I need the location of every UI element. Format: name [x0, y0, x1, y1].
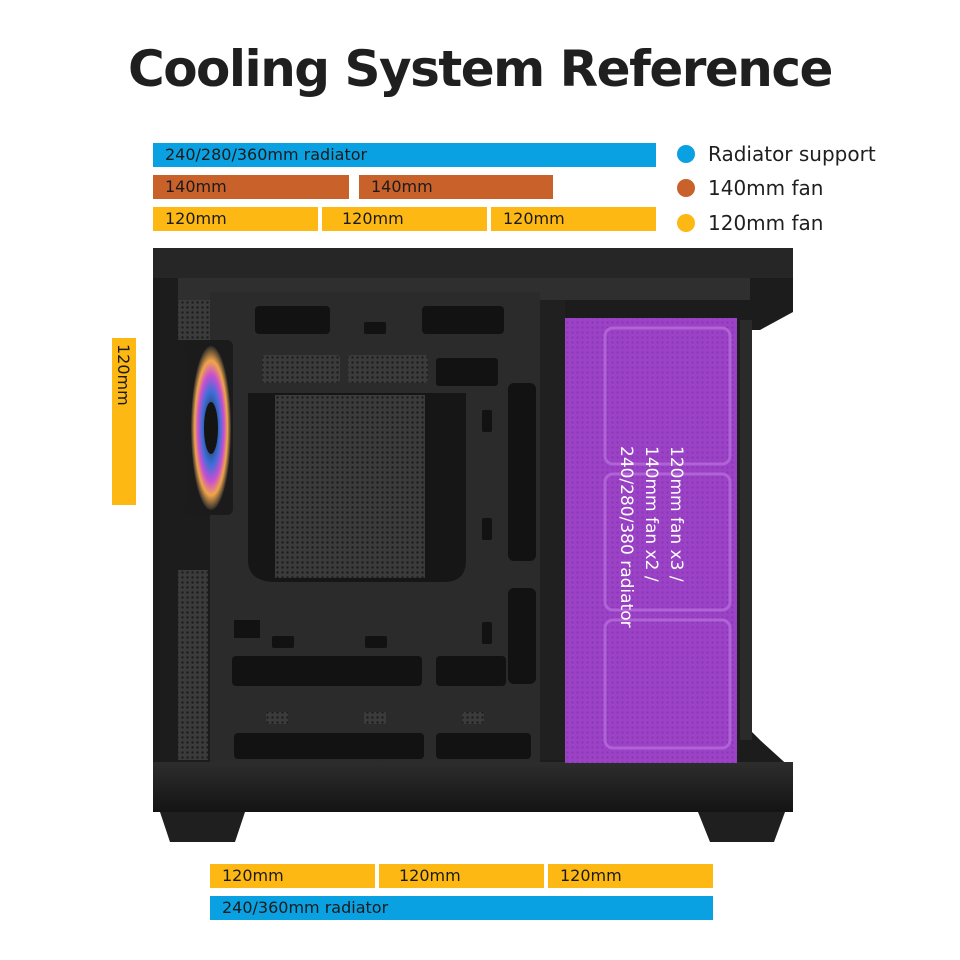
legend-dot-radiator: [677, 145, 695, 163]
bottom-120mm-fan-bar-1: 120mm: [210, 864, 375, 888]
side-mount-line-3: 240/280/380 radiator: [616, 446, 636, 628]
top-120mm-fan-bar-2: 120mm: [322, 207, 487, 231]
cpu-cutout-mesh: [275, 395, 425, 578]
side-mount-line-1: 120mm fan x3 /: [666, 446, 686, 582]
page-title: Cooling System Reference: [128, 40, 833, 98]
rear-pci-vent: [178, 570, 208, 760]
top-140mm-fan-bar-2: 140mm: [359, 175, 553, 199]
legend-label-radiator: Radiator support: [708, 142, 876, 166]
side-mount-area: [565, 318, 737, 763]
legend-item-140mm-fan: 140mm fan: [677, 175, 823, 201]
legend-label-120mm-fan: 120mm fan: [708, 211, 824, 235]
case-foot-left: [160, 812, 245, 842]
top-140mm-fan-bar-1: 140mm: [153, 175, 349, 199]
legend-dot-120mm-fan: [677, 214, 695, 232]
case-top-rail: [153, 248, 793, 278]
bottom-120mm-fan-bar-2: 120mm: [379, 864, 544, 888]
legend-label-140mm-fan: 140mm fan: [708, 176, 824, 200]
rear-120mm-fan-label: 120mm: [114, 344, 133, 406]
top-120mm-fan-bar-1: 120mm: [153, 207, 318, 231]
top-120mm-fan-bar-3: 120mm: [491, 207, 656, 231]
case-foot-right: [698, 812, 785, 842]
legend-dot-140mm-fan: [677, 179, 695, 197]
legend-item-120mm-fan: 120mm fan: [677, 210, 823, 236]
top-radiator-bar: 240/280/360mm radiator: [153, 143, 656, 167]
rear-120mm-fan-bar: 120mm: [112, 338, 136, 505]
bottom-120mm-fan-bar-3: 120mm: [548, 864, 713, 888]
case-bottom: [153, 762, 793, 812]
side-mount-label: 120mm fan x3 / 140mm fan x2 / 240/280/38…: [613, 446, 688, 628]
legend-item-radiator: Radiator support: [677, 141, 876, 167]
side-mount-line-2: 140mm fan x2 /: [641, 446, 661, 582]
bottom-radiator-bar: 240/360mm radiator: [210, 896, 713, 920]
